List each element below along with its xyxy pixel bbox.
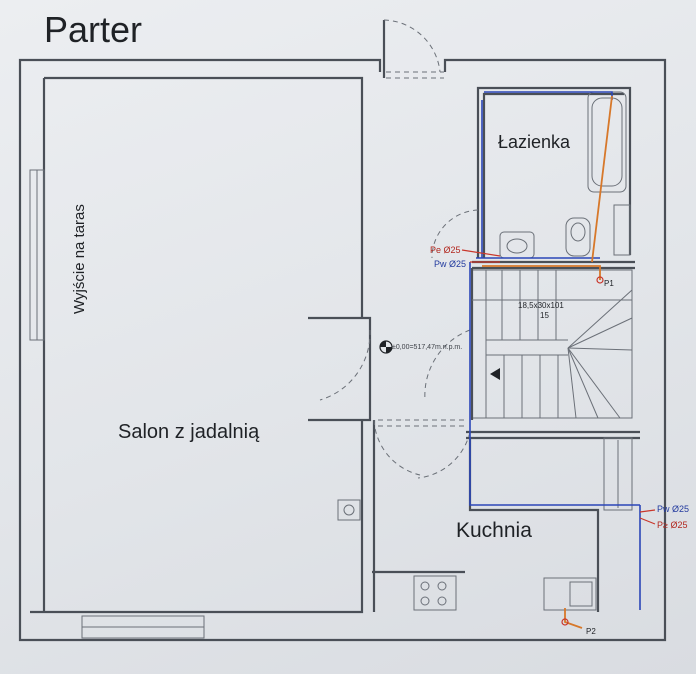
entrance-door — [382, 19, 444, 79]
pipe-label-pz-right: P≥ Ø25 — [657, 520, 687, 530]
level-marker — [379, 340, 393, 354]
pipe-label-pw-right: Pw Ø25 — [657, 504, 689, 514]
pipe-label-pw-upper: Pw Ø25 — [434, 259, 466, 269]
door-swings — [319, 209, 479, 479]
bathroom-fixtures — [499, 91, 631, 259]
terrace-window — [29, 169, 45, 341]
stair-direction-arrow — [490, 368, 500, 380]
pipe-leaders — [461, 249, 656, 626]
kitchen-fixtures — [337, 437, 633, 611]
pipe-label-pe-upper: Pe Ø25 — [430, 245, 461, 255]
washbasin-icon — [499, 231, 535, 259]
pipe-label-p2: P2 — [586, 627, 596, 636]
plan-title: Parter — [44, 9, 142, 50]
sink-icon — [543, 577, 597, 611]
pipe-label-p1: P1 — [604, 279, 614, 288]
level-marker-label: ±0,00=517,47m.n.p.m. — [392, 344, 462, 351]
stairs-spec: 18,5x30x101 — [518, 301, 564, 310]
room-label-salon: Salon z jadalnią — [118, 421, 260, 443]
toilet-icon — [565, 217, 591, 257]
outer-walls — [18, 58, 667, 642]
staircase — [472, 270, 633, 419]
kitchen-boiler-icon — [337, 499, 361, 521]
room-label-taras: Wyjście na taras — [71, 204, 88, 314]
room-label-kuchnia: Kuchnia — [456, 519, 532, 542]
stove-icon — [413, 575, 457, 611]
bottom-window — [81, 615, 205, 639]
room-label-lazienka: Łazienka — [498, 132, 571, 152]
sewage-pipes — [482, 95, 613, 629]
stairs-count: 15 — [540, 311, 549, 320]
